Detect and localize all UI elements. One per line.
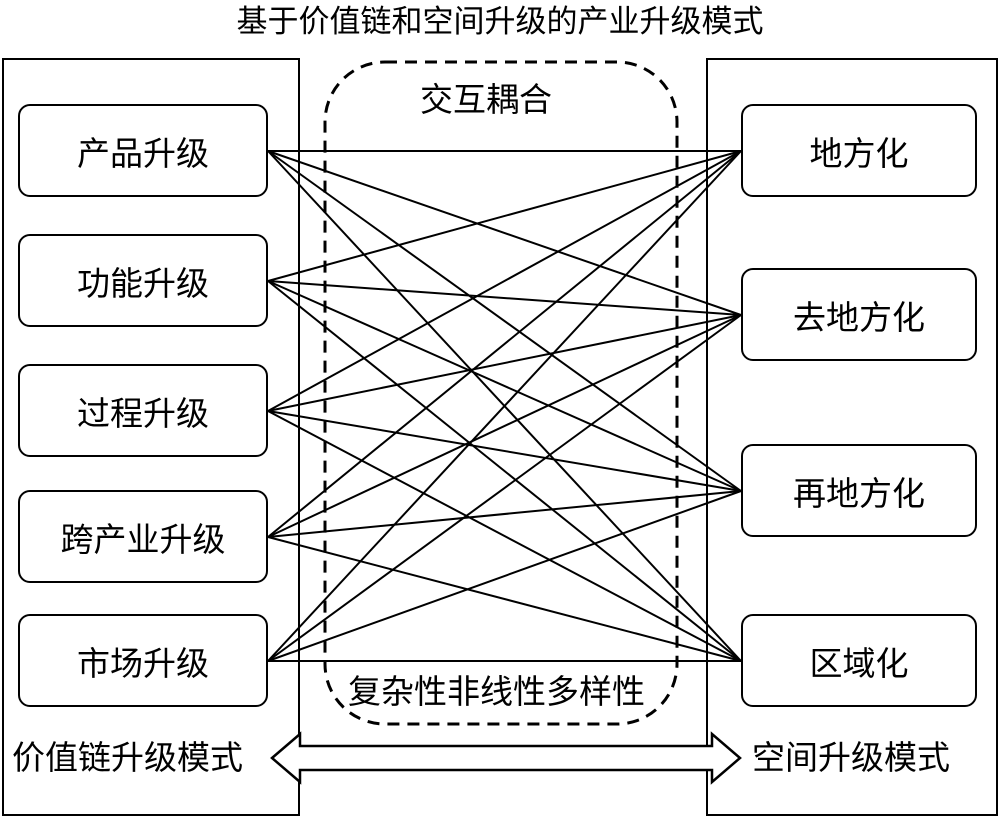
link-line-0-2 xyxy=(267,150,742,492)
spatial-caption: 空间升级模式 xyxy=(752,738,950,777)
spatial-upgrade-panel xyxy=(706,58,998,816)
node-relocalization: 再地方化 xyxy=(741,444,977,537)
link-line-4-0 xyxy=(267,150,742,662)
node-function-upgrade: 功能升级 xyxy=(18,234,268,327)
link-line-2-2 xyxy=(267,410,742,492)
node-product-upgrade: 产品升级 xyxy=(18,104,268,197)
link-line-2-3 xyxy=(267,410,742,662)
link-line-3-0 xyxy=(267,150,742,538)
interaction-zone xyxy=(323,60,679,726)
complexity-label: 复杂性非线性多样性 xyxy=(348,672,645,711)
value-chain-caption: 价值链升级模式 xyxy=(12,738,243,777)
link-line-2-0 xyxy=(267,150,742,412)
link-line-3-2 xyxy=(267,490,742,538)
node-localization: 地方化 xyxy=(741,104,977,197)
node-process-upgrade: 过程升级 xyxy=(18,364,268,457)
link-line-1-3 xyxy=(267,280,742,662)
link-line-4-2 xyxy=(267,490,742,662)
link-line-1-1 xyxy=(267,280,742,316)
link-line-0-1 xyxy=(267,150,742,316)
node-regionalization: 区域化 xyxy=(741,614,977,707)
link-line-1-2 xyxy=(267,280,742,492)
link-line-4-1 xyxy=(267,314,742,662)
link-line-1-0 xyxy=(267,150,742,282)
link-line-3-1 xyxy=(267,314,742,538)
link-line-3-3 xyxy=(267,536,742,662)
value-chain-panel xyxy=(2,58,300,816)
diagram-title: 基于价值链和空间升级的产业升级模式 xyxy=(236,4,764,40)
node-cross-industry-upgrade: 跨产业升级 xyxy=(18,490,268,583)
interaction-label: 交互耦合 xyxy=(420,80,552,119)
node-delocalization: 去地方化 xyxy=(741,268,977,361)
node-market-upgrade: 市场升级 xyxy=(18,614,268,707)
link-line-2-1 xyxy=(267,314,742,412)
